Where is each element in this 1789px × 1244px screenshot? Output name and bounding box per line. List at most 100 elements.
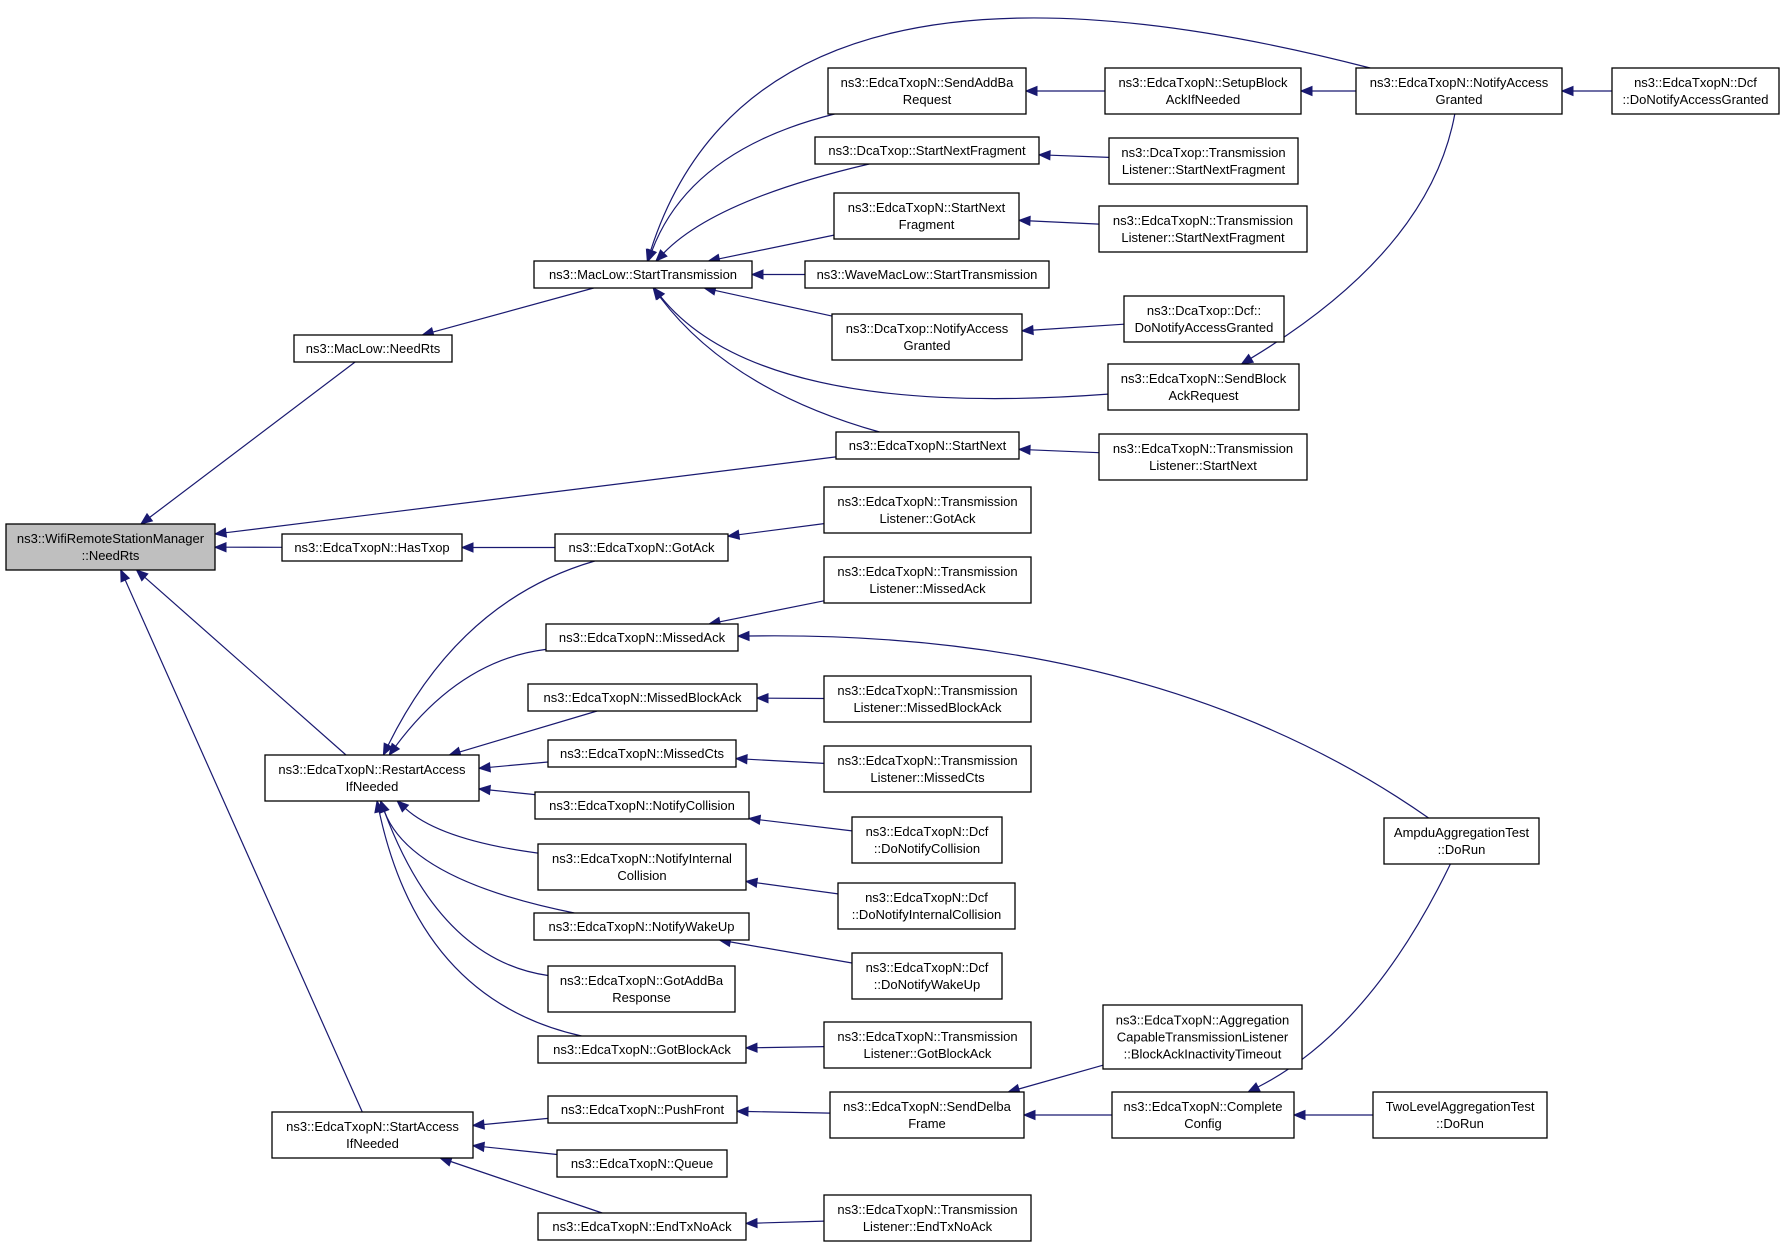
node-dcfNotifyWake[interactable]: ns3::EdcaTxopN::Dcf::DoNotifyWakeUp: [851, 952, 1003, 1000]
node-edcaNotifyAccess[interactable]: ns3::EdcaTxopN::NotifyAccessGranted: [1355, 67, 1563, 115]
edge-line: [1250, 113, 1456, 359]
node-dcaTLStartNextFrag[interactable]: ns3::DcaTxop::TransmissionListener::Star…: [1108, 137, 1299, 185]
arrowhead: [388, 742, 401, 757]
edge-line: [1029, 449, 1100, 454]
node-label-line: Listener::GotAck: [879, 511, 976, 526]
node-waveStartTx[interactable]: ns3::WaveMacLow::StartTransmission: [804, 260, 1050, 289]
node-edcaStartNextFrag[interactable]: ns3::EdcaTxopN::StartNextFragment: [833, 192, 1020, 240]
edge-queue-to-startAccess: [471, 1141, 558, 1156]
node-missedCts[interactable]: ns3::EdcaTxopN::MissedCts: [547, 739, 737, 768]
edge-notifyColl-to-restart: [477, 784, 536, 796]
edge-edcaStartNextFrag-to-mlStartTx: [707, 234, 835, 264]
edge-gotBA-to-restart: [374, 799, 582, 1037]
node-tlMissedCts[interactable]: ns3::EdcaTxopN::TransmissionListener::Mi…: [823, 745, 1032, 793]
arrowhead: [1299, 85, 1313, 97]
node-label-line: ns3::DcaTxop::Transmission: [1121, 145, 1285, 160]
node-gotAck[interactable]: ns3::EdcaTxopN::GotAck: [554, 533, 729, 562]
node-box: [547, 965, 736, 1013]
node-box: [527, 683, 758, 712]
node-tlMissedAck[interactable]: ns3::EdcaTxopN::TransmissionListener::Mi…: [823, 556, 1032, 604]
node-tlStartNext[interactable]: ns3::EdcaTxopN::TransmissionListener::St…: [1098, 433, 1308, 481]
edge-tlEndTxNoAck-to-endTxNoAck: [744, 1217, 825, 1229]
edge-dcaNotifyAccess-to-mlStartTx: [703, 285, 833, 317]
edge-dcfNotifyIntColl-to-notifyIntColl: [744, 877, 839, 895]
node-box: [851, 816, 1003, 864]
edge-dcfNotifyWake-to-notifyWake: [718, 936, 853, 964]
node-queue[interactable]: ns3::EdcaTxopN::Queue: [556, 1149, 728, 1178]
node-dcaDcfNotify[interactable]: ns3::DcaTxop::Dcf::DoNotifyAccessGranted: [1123, 295, 1285, 343]
node-dcaStartNextFrag[interactable]: ns3::DcaTxop::StartNextFragment: [814, 136, 1040, 165]
node-edcaTLStartNextFrag[interactable]: ns3::EdcaTxopN::TransmissionListener::St…: [1098, 205, 1308, 253]
edge-aggBAInact-to-sendDelba: [1006, 1064, 1104, 1094]
node-mlStartTx[interactable]: ns3::MacLow::StartTransmission: [533, 260, 753, 289]
node-box: [1104, 67, 1302, 115]
edge-line: [746, 758, 825, 764]
node-label-line: ::DoRun: [1436, 1116, 1484, 1131]
node-box: [829, 1091, 1025, 1139]
node-label-line: IfNeeded: [346, 1136, 399, 1151]
edge-tlMissedBA-to-missedBA: [755, 692, 825, 704]
node-gotBA[interactable]: ns3::EdcaTxopN::GotBlockAck: [537, 1035, 747, 1064]
node-box: [537, 1212, 747, 1241]
node-startNext[interactable]: ns3::EdcaTxopN::StartNext: [835, 431, 1020, 460]
edge-line: [124, 579, 363, 1113]
node-label-line: ns3::EdcaTxopN::MissedBlockAck: [544, 690, 742, 705]
node-twoLevelTest[interactable]: TwoLevelAggregationTest::DoRun: [1372, 1091, 1548, 1139]
node-mlNeedRts[interactable]: ns3::MacLow::NeedRts: [293, 334, 453, 363]
edge-line: [432, 287, 594, 333]
node-hasTxop[interactable]: ns3::EdcaTxopN::HasTxop: [281, 533, 463, 562]
node-edcaDcfNotify[interactable]: ns3::EdcaTxopN::Dcf::DoNotifyAccessGrant…: [1611, 67, 1780, 115]
node-tlMissedBA[interactable]: ns3::EdcaTxopN::TransmissionListener::Mi…: [823, 675, 1032, 723]
node-pushFront[interactable]: ns3::EdcaTxopN::PushFront: [547, 1095, 738, 1124]
node-label-line: Fragment: [899, 217, 955, 232]
node-missedAck[interactable]: ns3::EdcaTxopN::MissedAck: [545, 623, 739, 652]
edge-line: [1049, 154, 1110, 158]
node-dcaNotifyAccess[interactable]: ns3::DcaTxop::NotifyAccessGranted: [831, 313, 1023, 361]
edge-restart-to-root: [135, 569, 347, 756]
edge-dcaStartNextFrag-to-mlStartTx: [655, 163, 870, 262]
node-label-line: ns3::EdcaTxopN::StartNext: [849, 438, 1007, 453]
arrowhead: [374, 799, 385, 814]
edge-line: [747, 1110, 831, 1114]
edge-edcaNotifyAccess-to-sendBAReq: [1240, 113, 1456, 365]
edge-hasTxop-to-root: [213, 541, 283, 553]
arrowhead: [726, 529, 741, 540]
node-ampduTest[interactable]: AmpduAggregationTest::DoRun: [1383, 817, 1540, 865]
node-label-line: ns3::EdcaTxopN::NotifyCollision: [549, 798, 735, 813]
node-notifyIntColl[interactable]: ns3::EdcaTxopN::NotifyInternalCollision: [537, 843, 747, 891]
node-aggBAInact[interactable]: ns3::EdcaTxopN::AggregationCapableTransm…: [1102, 1004, 1303, 1070]
edge-line: [383, 811, 575, 914]
node-tlGotBA[interactable]: ns3::EdcaTxopN::TransmissionListener::Go…: [823, 1021, 1032, 1069]
node-root[interactable]: ns3::WifiRemoteStationManager::NeedRts: [5, 523, 216, 571]
node-label-line: CapableTransmissionListener: [1117, 1029, 1289, 1044]
node-notifyWake[interactable]: ns3::EdcaTxopN::NotifyWakeUp: [533, 912, 750, 941]
edge-line: [1029, 220, 1100, 225]
node-label-line: Config: [1184, 1116, 1222, 1131]
node-label-line: Listener::StartNext: [1149, 458, 1257, 473]
node-label-line: ns3::EdcaTxopN::Transmission: [837, 1029, 1017, 1044]
node-dcfNotifyColl[interactable]: ns3::EdcaTxopN::Dcf::DoNotifyCollision: [851, 816, 1003, 864]
edge-line: [660, 296, 1109, 400]
node-box: [1102, 1004, 1303, 1070]
node-dcfNotifyIntColl[interactable]: ns3::EdcaTxopN::Dcf::DoNotifyInternalCol…: [837, 882, 1016, 930]
node-endTxNoAck[interactable]: ns3::EdcaTxopN::EndTxNoAck: [537, 1212, 747, 1241]
node-notifyColl[interactable]: ns3::EdcaTxopN::NotifyCollision: [534, 791, 750, 820]
node-missedBA[interactable]: ns3::EdcaTxopN::MissedBlockAck: [527, 683, 758, 712]
arrowhead: [655, 249, 668, 262]
node-tlEndTxNoAck[interactable]: ns3::EdcaTxopN::TransmissionListener::En…: [823, 1194, 1032, 1242]
edge-twoLevelTest-to-completeConfig: [1292, 1109, 1373, 1121]
node-tlGotAck[interactable]: ns3::EdcaTxopN::TransmissionListener::Go…: [823, 486, 1032, 534]
node-box: [804, 260, 1050, 289]
edge-line: [756, 1220, 825, 1224]
edge-line: [459, 710, 598, 753]
edge-edcaDcfNotify-to-edcaNotifyAccess: [1560, 85, 1612, 97]
node-label-line: Listener::StartNextFragment: [1121, 230, 1285, 245]
